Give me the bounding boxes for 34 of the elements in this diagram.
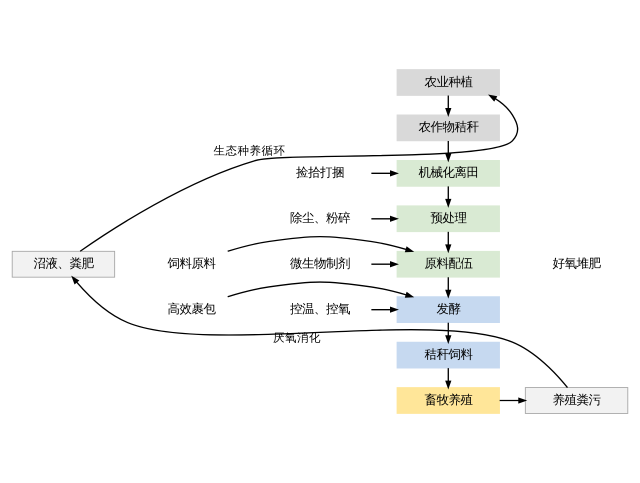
node-text: 控温、控氧: [290, 300, 350, 316]
arrow: [445, 322, 452, 344]
arrow: [228, 236, 414, 252]
node-box: 预处理: [396, 205, 500, 232]
node-text: 饲料原料: [168, 256, 216, 271]
arrow: [228, 281, 414, 298]
label: 好氧堆肥: [552, 256, 601, 271]
arrow: [445, 277, 452, 299]
arrow: [445, 140, 452, 162]
node-box: 农作物秸秆: [396, 114, 500, 142]
node-text: 高效裹包: [168, 300, 216, 316]
node-text: 除尘、粉碎: [290, 210, 350, 226]
node-box: 原料配伍: [396, 250, 500, 278]
node-box: 秸秆饲料: [396, 342, 500, 368]
arrow: [445, 96, 452, 117]
node-box: 沼液、粪肥: [12, 250, 116, 278]
node-box: 机械化离田: [396, 160, 500, 187]
node-text: 微生物制剂: [290, 256, 350, 271]
arrow: [445, 186, 452, 208]
edge-label: 生态种养循环: [214, 143, 286, 158]
arrow: [371, 261, 399, 268]
arrow: [445, 232, 452, 254]
arrow: [71, 276, 568, 388]
arrow: [371, 216, 399, 222]
arrow: [445, 368, 452, 390]
node-box: 养殖粪污: [524, 387, 628, 414]
arrow: [371, 306, 399, 313]
arrow: [500, 397, 528, 404]
node-box: 畜牧养殖: [396, 387, 500, 414]
arrow: [80, 94, 518, 252]
arrow: [371, 170, 399, 176]
node-box: 发酵: [396, 296, 500, 324]
node-box: 农业种植: [396, 69, 500, 96]
node-text: 捡拾打捆: [296, 164, 344, 180]
